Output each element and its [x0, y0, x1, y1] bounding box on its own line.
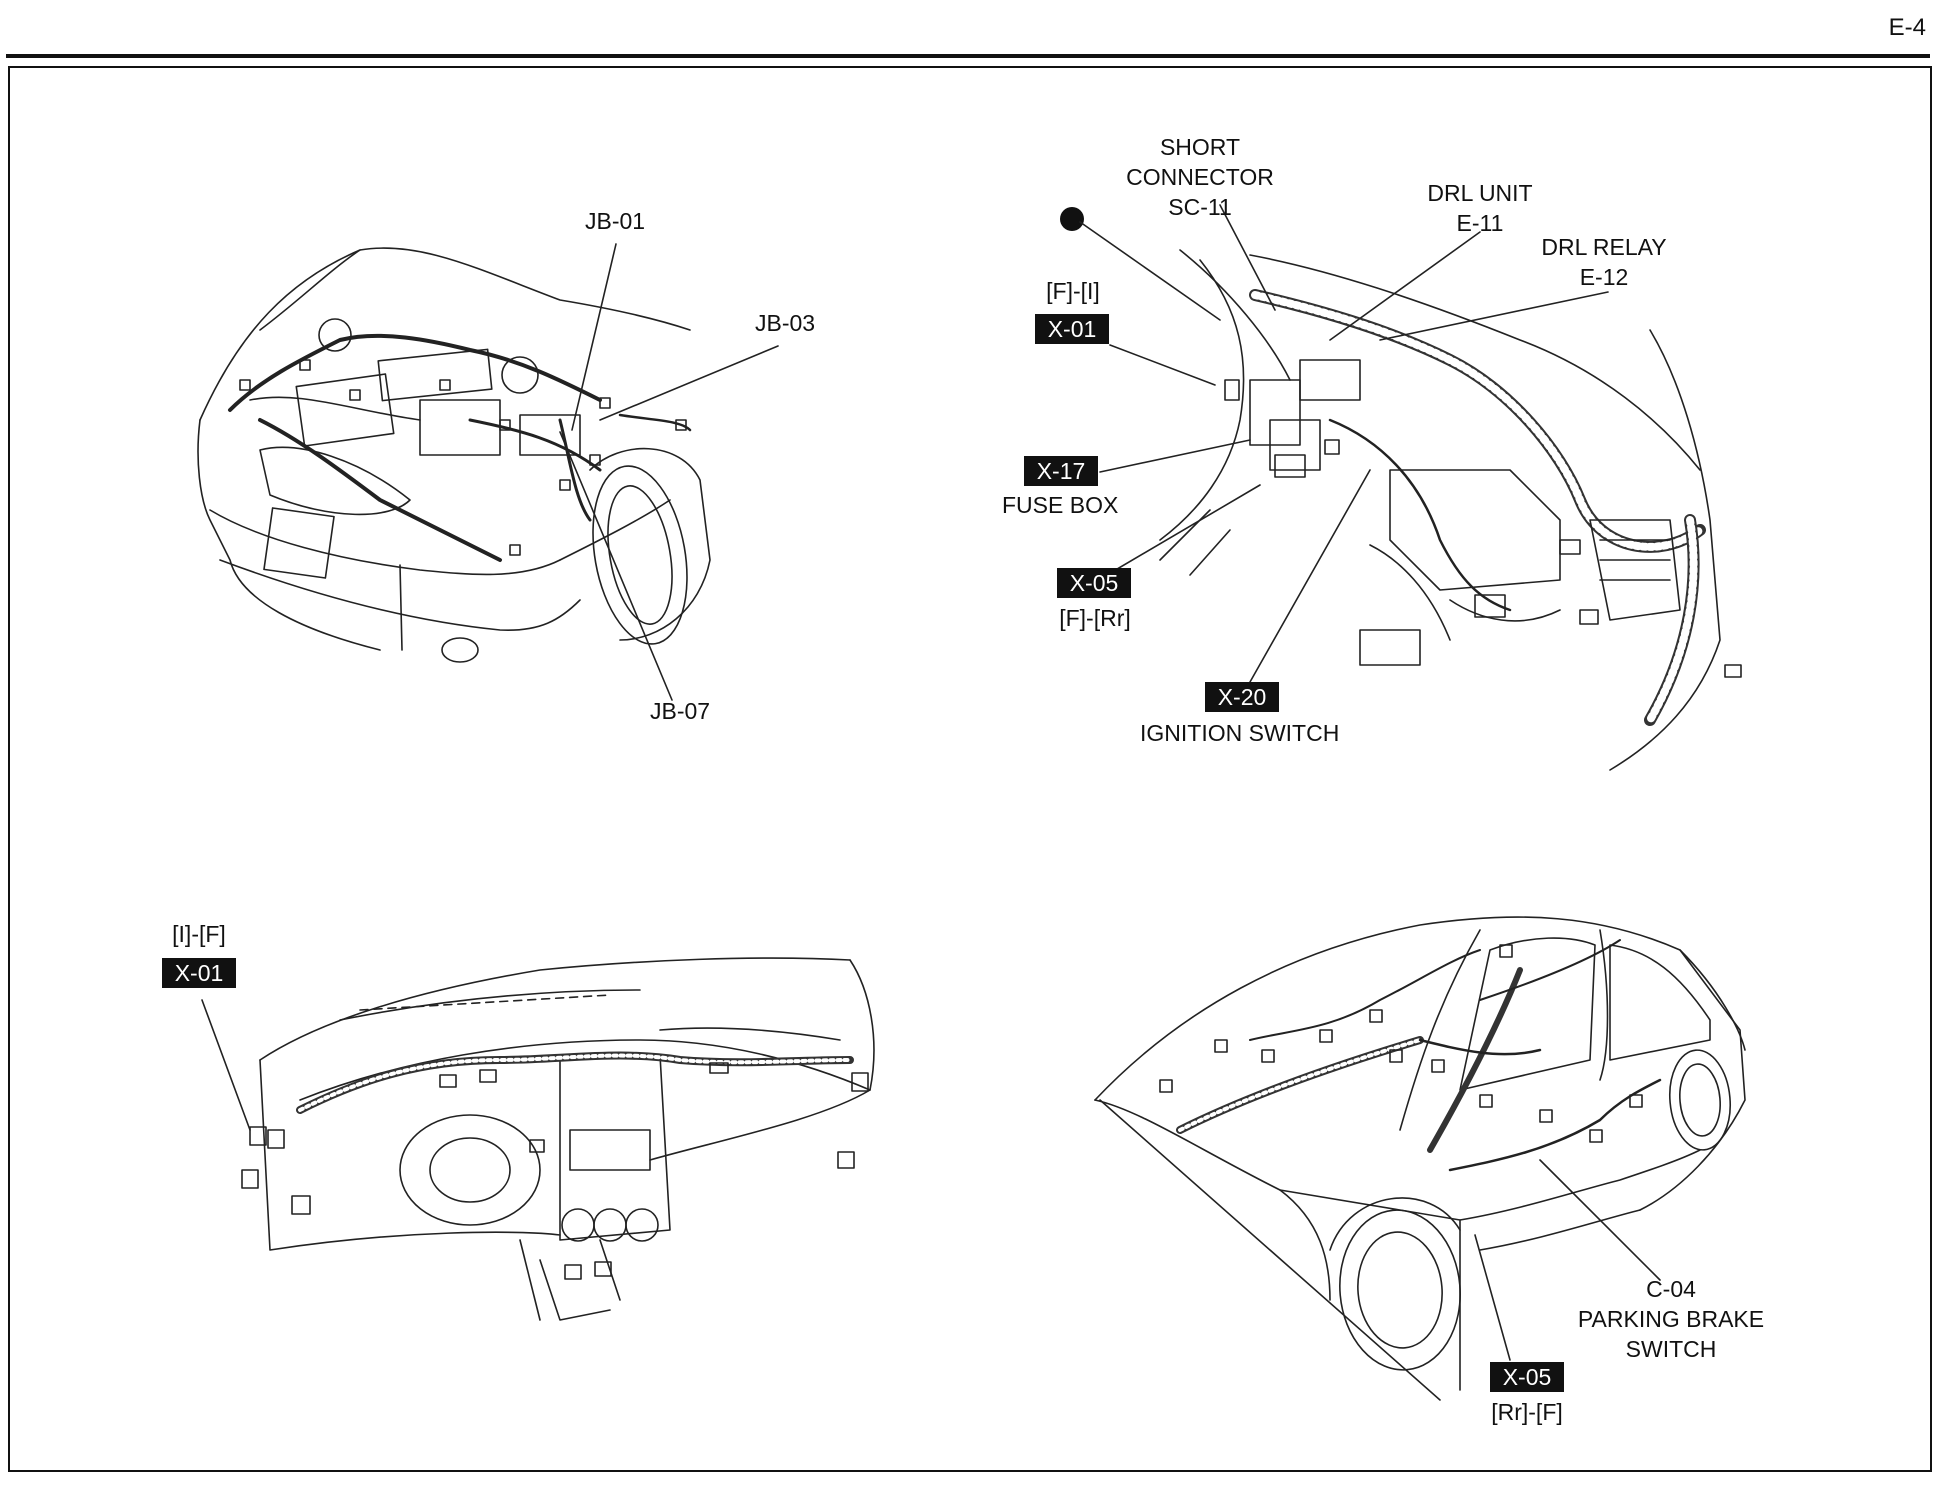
dashboard-illustration — [201, 957, 875, 1321]
x05-body-tag: X-05 — [1490, 1362, 1564, 1392]
x01-dash-direction: [I]-[F] — [172, 921, 226, 947]
page-number: E-4 — [1888, 14, 1926, 41]
x01-dash-tag: X-01 — [162, 958, 236, 988]
x05-interior-tag: X-05 — [1057, 568, 1131, 598]
header-rule — [6, 54, 1930, 58]
label-jb-01: JB-01 — [585, 208, 646, 234]
x17-tag: X-17 — [1024, 456, 1098, 486]
label-short-connector: SHORT CONNECTOR SC-11 — [1126, 134, 1274, 220]
x20-tag: X-20 — [1205, 682, 1279, 712]
label-jb-03: JB-03 — [755, 310, 816, 336]
x05-interior-direction: [F]-[Rr] — [1059, 605, 1131, 631]
x01-interior-direction: [F]-[I] — [1046, 278, 1100, 304]
label-fuse-box: FUSE BOX — [1002, 492, 1119, 518]
label-drl-relay: DRL RELAY E-12 — [1541, 234, 1667, 290]
interior-harness-illustration — [1060, 204, 1742, 771]
x05-body-direction: [Rr]-[F] — [1491, 1399, 1563, 1425]
label-jb-07: JB-07 — [650, 698, 711, 724]
label-drl-unit: DRL UNIT E-11 — [1427, 180, 1533, 236]
label-parking-brake-switch: C-04 PARKING BRAKE SWITCH — [1577, 1276, 1765, 1362]
diagram-frame — [8, 66, 1932, 1472]
car-body-illustration — [1094, 916, 1746, 1401]
engine-bay-illustration — [197, 243, 779, 701]
x01-interior-tag: X-01 — [1035, 314, 1109, 344]
label-ignition-switch: IGNITION SWITCH — [1140, 720, 1340, 746]
